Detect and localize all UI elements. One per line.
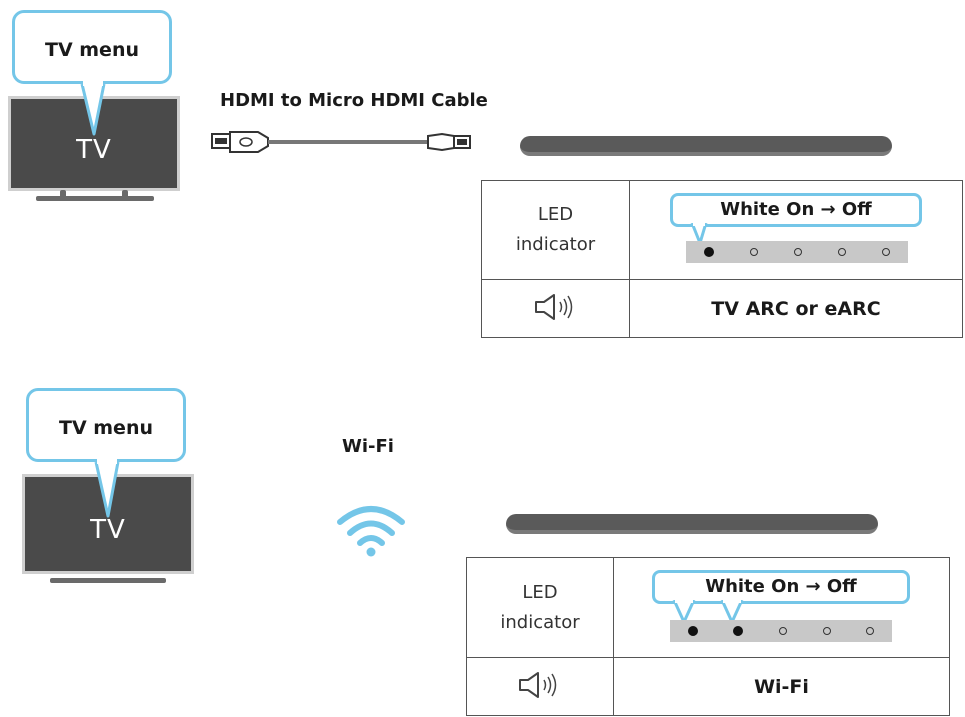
- led-cell: White On → Off: [613, 557, 950, 658]
- led-dot-5-off: [866, 627, 875, 635]
- soundbar: [520, 136, 892, 156]
- connection-status: TV ARC or eARC: [711, 297, 881, 320]
- tv-stand-leg: [60, 190, 66, 198]
- status-table: LED indicator White On → Off: [481, 180, 963, 338]
- speaker-cell: [481, 279, 630, 338]
- led-state-tag: White On → Off: [652, 570, 910, 604]
- led-label-cell: LED indicator: [466, 557, 614, 658]
- status-table: LED indicator White On → Off: [466, 557, 950, 716]
- tv-label: TV: [90, 515, 126, 545]
- tv-menu-bubble: TV menu: [26, 388, 186, 462]
- led-strip: [686, 241, 908, 263]
- speaker-icon: [519, 671, 557, 698]
- led-dot-5-off: [882, 248, 890, 256]
- status-cell: Wi-Fi: [613, 657, 950, 716]
- status-cell: TV ARC or eARC: [629, 279, 963, 338]
- led-strip: [670, 620, 892, 642]
- led-indicator-label: LED indicator: [500, 581, 580, 633]
- wifi-icon: [337, 506, 405, 557]
- tv-label: TV: [76, 135, 112, 165]
- led-dot-4-off: [822, 627, 831, 635]
- connection-status: Wi-Fi: [754, 675, 809, 698]
- led-cell: White On → Off: [629, 180, 963, 280]
- bubble-pointer: [94, 456, 120, 518]
- tv-menu-label: TV menu: [58, 417, 154, 439]
- hdmi-cable-icon: [211, 131, 471, 153]
- led-dot-3-off: [794, 248, 802, 256]
- bubble-pointer: [80, 78, 106, 136]
- led-indicator-label: LED indicator: [515, 204, 596, 255]
- led-dot-1-on: [687, 626, 698, 636]
- led-tag-pointer: [672, 600, 744, 624]
- speaker-cell: [466, 657, 614, 716]
- tv-stand: [36, 196, 154, 201]
- led-dot-1-on: [704, 247, 714, 257]
- led-dot-2-on: [733, 626, 744, 636]
- led-dot-4-off: [838, 248, 846, 256]
- led-state-tag: White On → Off: [670, 193, 922, 227]
- tv-menu-bubble: TV menu: [12, 10, 172, 84]
- led-label-cell: LED indicator: [481, 180, 630, 280]
- tv-stand-leg: [122, 190, 128, 198]
- speaker-icon: [534, 293, 572, 320]
- soundbar: [506, 514, 878, 534]
- cable-label: HDMI to Micro HDMI Cable: [220, 90, 488, 111]
- tv-stand: [50, 578, 166, 583]
- tv-menu-label: TV menu: [44, 39, 140, 61]
- led-dot-2-off: [750, 248, 758, 256]
- tv-screen: TV: [22, 474, 194, 574]
- led-dot-3-off: [778, 627, 787, 635]
- wifi-label: Wi-Fi: [342, 436, 394, 457]
